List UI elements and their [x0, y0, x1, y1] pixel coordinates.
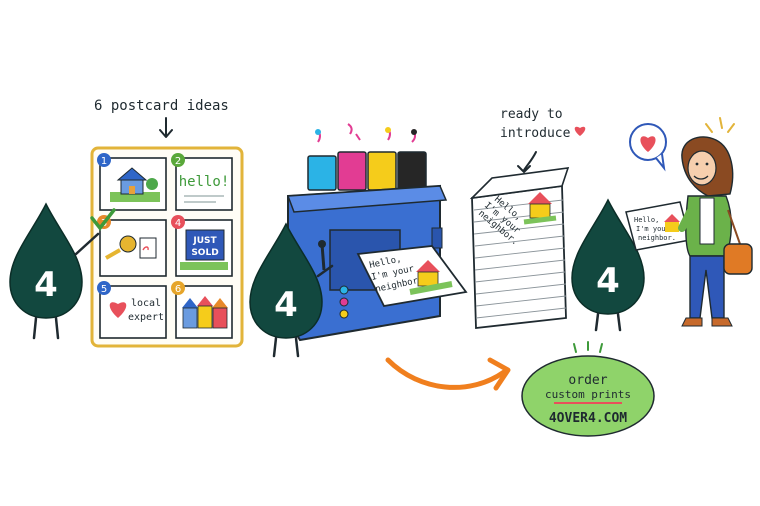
heart-icon — [574, 126, 586, 136]
sparkle-marks — [705, 117, 735, 133]
idea-card-4: 4 JUST SOLD — [171, 215, 233, 277]
handed-postcard-line2: I'm your — [636, 225, 670, 233]
idea-number-5: 5 — [101, 284, 107, 295]
cta-line2: custom prints — [545, 388, 631, 401]
idea-card-5: 5 local expert — [97, 281, 167, 339]
idea-expert-text: expert — [128, 312, 164, 323]
idea-card-6: 6 — [171, 281, 233, 339]
handed-postcard-line1: Hello, — [634, 216, 659, 224]
idea-local-text: local — [131, 298, 161, 309]
mascot-middle: 4 — [249, 223, 334, 358]
idea-number-6: 6 — [175, 284, 181, 295]
woman-figure — [678, 136, 753, 327]
speech-bubble — [629, 123, 667, 172]
idea-number-4: 4 — [175, 218, 181, 229]
idea-just-text: JUST — [192, 236, 217, 246]
cta-line1: order — [568, 373, 607, 388]
idea-hello-text: hello! — [179, 174, 230, 190]
ready-label-line1: ready to — [500, 107, 563, 122]
cta-bubble[interactable]: order custom prints 4OVER4.COM — [521, 341, 655, 437]
ideas-board: 1 2 hello! 3 4 — [90, 146, 244, 348]
ink-cartridges — [307, 123, 427, 191]
mascot-left-digit: 4 — [34, 265, 58, 305]
handed-postcard: Hello, I'm your neighbor. — [625, 201, 691, 251]
mascot-middle-digit: 4 — [274, 285, 298, 325]
ready-label: ready to introduce — [500, 105, 610, 143]
idea-number-2: 2 — [175, 156, 181, 167]
idea-number-1: 1 — [101, 156, 107, 167]
postcard-stack: Hello, I'm your neighbor. — [469, 167, 570, 330]
idea-card-2: 2 hello! — [171, 153, 233, 211]
orange-arrow — [385, 357, 511, 391]
printed-postcard: Hello, I'm your neighbor. — [356, 245, 468, 307]
ideas-label: 6 postcard ideas — [94, 98, 229, 114]
cta-url[interactable]: 4OVER4.COM — [549, 411, 627, 426]
ready-arrow — [517, 151, 537, 173]
mascot-left: 4 — [9, 203, 116, 340]
idea-sold-text: SOLD — [191, 248, 218, 258]
idea-card-3: 3 — [97, 215, 167, 277]
idea-card-1: 1 — [97, 153, 167, 211]
bubble-heart-icon — [640, 136, 656, 152]
handed-postcard-line3: neighbor. — [638, 234, 676, 242]
ready-label-line2: introduce — [500, 126, 571, 141]
mascot-right-digit: 4 — [596, 261, 620, 301]
ideas-arrow — [159, 117, 173, 138]
